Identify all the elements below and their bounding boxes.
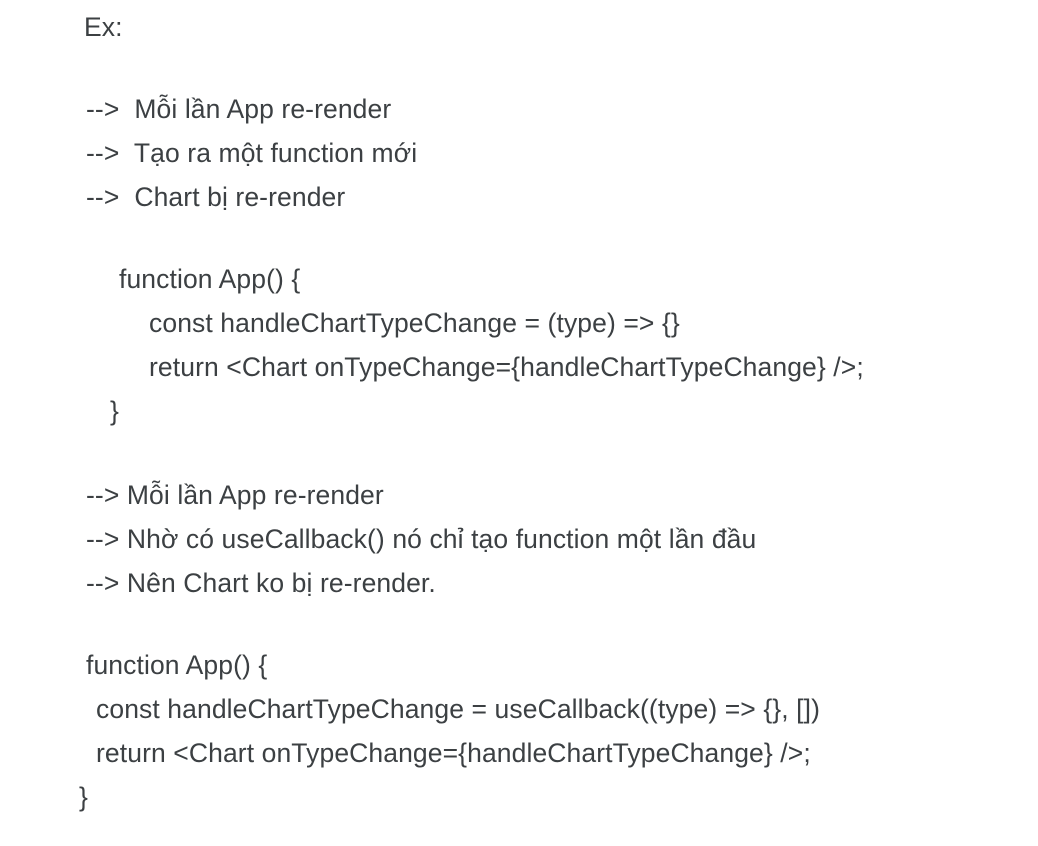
note-line-app-rerender-2: --> Mỗi lần App re-render [86,480,384,510]
code2-line-return-chart: return <Chart onTypeChange={handleChartT… [96,738,811,768]
code2-line-closing-brace: } [79,782,88,812]
example-label: Ex: [84,12,123,42]
code-line-closing-brace: } [110,396,119,426]
note-line-new-function: --> Tạo ra một function mới [86,138,418,168]
note-line-usecallback-once: --> Nhờ có useCallback() nó chỉ tạo func… [86,524,757,554]
note-line-chart-no-rerender: --> Nên Chart ko bị re-render. [86,568,436,598]
code-line-return-chart: return <Chart onTypeChange={handleChartT… [149,352,864,382]
code-line-const-handler: const handleChartTypeChange = (type) => … [149,308,680,338]
code-line-function-declaration: function App() { [119,264,301,294]
note-line-chart-rerender: --> Chart bị re-render [86,182,346,212]
code2-line-function-declaration: function App() { [86,650,268,680]
note-line-app-rerender: --> Mỗi lần App re-render [86,94,392,124]
code2-line-const-usecallback: const handleChartTypeChange = useCallbac… [96,694,821,724]
